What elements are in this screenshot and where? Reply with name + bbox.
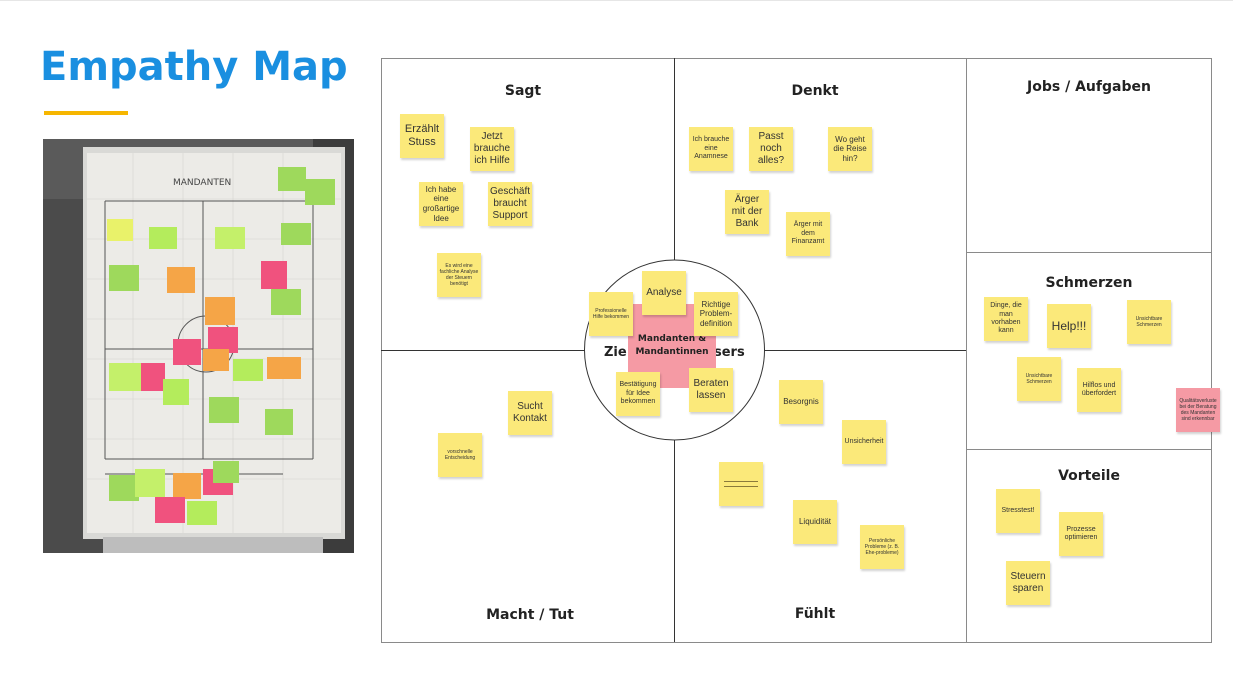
title-underline [44, 111, 128, 115]
center-label-right: sers [714, 345, 745, 360]
quadrant-label-denkt: Denkt [791, 83, 839, 99]
sticky-note[interactable]: Besorgnis [779, 380, 823, 424]
sticky-note[interactable]: Liquidität [793, 500, 837, 544]
sticky-note[interactable]: Richtige Problem-definition [694, 292, 738, 336]
sticky-note[interactable]: Professionelle Hilfe bekommen [589, 292, 633, 336]
sticky-note[interactable]: Steuern sparen [1006, 561, 1050, 605]
sticky-note[interactable]: Ich habe eine großartige Idee [419, 182, 463, 226]
sticky-note[interactable]: Beraten lassen [689, 368, 733, 412]
sticky-note[interactable]: Dinge, die man vorhaben kann [984, 297, 1028, 341]
slide-title: Empathy Map [40, 44, 348, 90]
sticky-note[interactable]: Ich brauche eine Anamnese [689, 127, 733, 171]
sticky-note[interactable]: Erzählt Stuss [400, 114, 444, 158]
sticky-note[interactable]: Stresstest! [996, 489, 1040, 533]
sticky-note[interactable]: Persönliche Probleme (z. B. Ehe-probleme… [860, 525, 904, 569]
sticky-note[interactable]: Ärger mit der Bank [725, 190, 769, 234]
flipchart-photo: MANDANTEN [43, 139, 354, 553]
sticky-note[interactable]: Help!!! [1047, 304, 1091, 348]
center-label-left: Zie [604, 345, 627, 360]
sticky-note[interactable]: Sucht Kontakt [508, 391, 552, 435]
quadrant-label-jobs: Jobs / Aufgaben [1027, 79, 1151, 95]
sticky-note[interactable]: Hilflos und überfordert [1077, 368, 1121, 412]
sticky-note[interactable]: Unsichtbare Schmerzen [1127, 300, 1171, 344]
quadrant-label-vorteile: Vorteile [1058, 468, 1120, 484]
sticky-note[interactable]: Es wird eine fachliche Analyse der Steue… [437, 253, 481, 297]
sticky-note[interactable]: vorschnelle Entscheidung [438, 433, 482, 477]
top-divider [0, 0, 1233, 1]
quadrant-label-sagt: Sagt [504, 83, 542, 99]
sticky-note-pink[interactable]: Qualitätsverluste bei der Beratung des M… [1176, 388, 1220, 432]
equals-icon [724, 481, 758, 487]
sticky-note[interactable]: Prozesse optimieren [1059, 512, 1103, 556]
sticky-note[interactable]: Jetzt brauche ich Hilfe [470, 127, 514, 171]
sticky-note[interactable]: Bestätigung für Idee bekommen [616, 372, 660, 416]
sticky-note-empty[interactable] [719, 462, 763, 506]
sticky-note[interactable]: Wo geht die Reise hin? [828, 127, 872, 171]
sticky-note[interactable]: Analyse [642, 271, 686, 315]
sticky-note[interactable]: Unsicherheit [842, 420, 886, 464]
photo-header-text: MANDANTEN [173, 178, 231, 188]
sticky-note[interactable]: Passt noch alles? [749, 127, 793, 171]
sticky-note[interactable]: Ärger mit dem Finanzamt [786, 212, 830, 256]
sticky-note[interactable]: Unsichtbare Schmerzen [1017, 357, 1061, 401]
sticky-note[interactable]: Geschäft braucht Support [488, 182, 532, 226]
quadrant-label-fuehlt: Fühlt [794, 606, 836, 622]
quadrant-label-macht: Macht / Tut [486, 607, 574, 623]
quadrant-label-schmerzen: Schmerzen [1045, 275, 1133, 291]
